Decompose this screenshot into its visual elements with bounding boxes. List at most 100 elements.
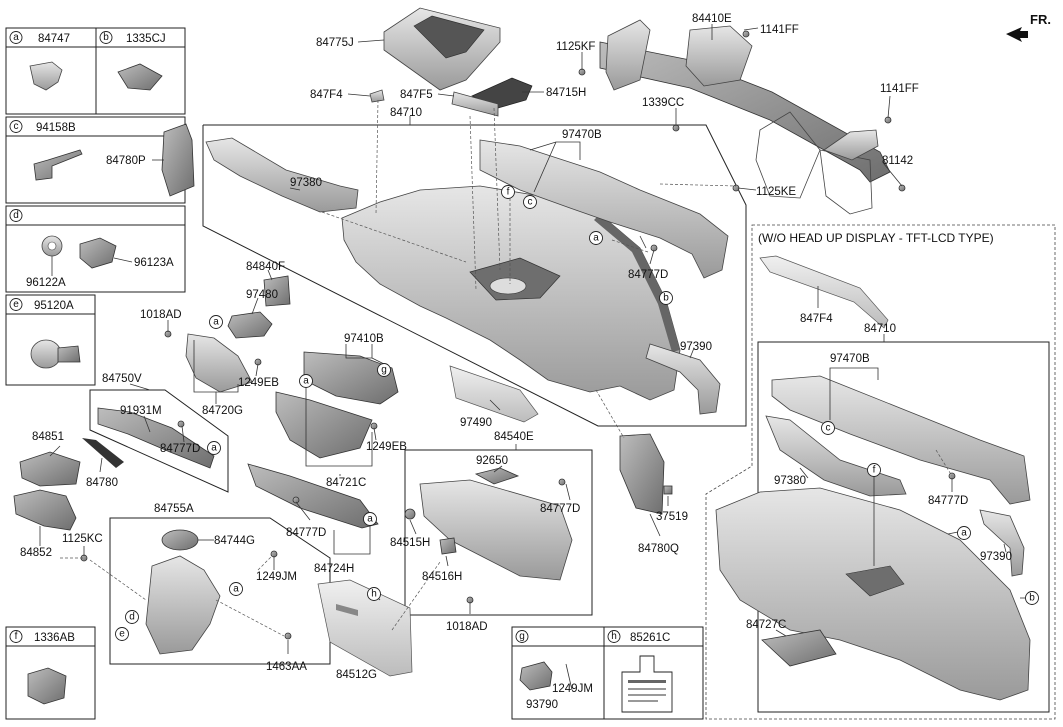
panel-84750v-frame [89, 389, 229, 493]
part-847f4-shape [369, 89, 385, 103]
svg-text:a: a [233, 584, 239, 595]
switch-93790-icon [519, 661, 553, 691]
svg-text:b: b [1029, 593, 1035, 604]
label-847f5: 847F5 [400, 89, 433, 101]
part-84515h-shape [404, 508, 416, 520]
svg-text:f: f [873, 465, 876, 476]
cover-84852-shape [13, 489, 77, 531]
front-arrow-icon [1006, 27, 1028, 42]
label-84727c: 84727C [746, 619, 786, 631]
legend-letter-b: b [103, 32, 109, 43]
outlet-95120a-icon [30, 339, 62, 369]
garnish-84720g-shape [185, 333, 253, 393]
label-84780p: 84780P [106, 155, 146, 167]
legend-marker-d [9, 209, 23, 222]
duct-97380-shape [205, 137, 359, 213]
legend-part-f: 1336AB [34, 632, 75, 644]
duct-97390-shape [645, 343, 721, 415]
crash-pad-assembly-frame [202, 124, 747, 427]
svg-text:e: e [119, 629, 125, 640]
svg-text:d: d [129, 612, 135, 623]
glovebox-housing-shape [419, 479, 573, 581]
leader-lines [39, 24, 903, 654]
svg-text:b: b [663, 293, 669, 304]
label-84777d-e: 84777D [928, 495, 968, 507]
svg-text:c: c [528, 197, 533, 208]
legend-letter-a: a [13, 32, 19, 43]
svg-text:f: f [507, 187, 510, 198]
label-37519: 37519 [656, 511, 688, 523]
label-1125kf: 1125KF [556, 41, 595, 53]
label-1141ff-a: 1141FF [760, 24, 799, 36]
svg-text:a: a [367, 514, 373, 525]
dashed-guides [60, 99, 737, 637]
label-84744g: 84744G [214, 535, 255, 547]
glovebox-door-84512g-shape [317, 579, 413, 677]
label-84775j: 84775J [316, 37, 354, 49]
label-1125ke: 1125KE [756, 186, 796, 198]
part-84516h-shape [439, 537, 457, 555]
vent-97480-shape [227, 311, 273, 339]
legend-letter-d: d [13, 210, 19, 221]
clip-1335cj-icon [117, 63, 163, 91]
label-1125kc: 1125KC [62, 533, 103, 545]
cover-84744g-shape [161, 529, 199, 551]
cover-84851-shape [19, 451, 81, 487]
svg-text:h: h [371, 589, 377, 600]
label-97390-a: 97390 [680, 341, 712, 353]
label-84750v: 84750V [102, 373, 142, 385]
label-97470b-b: 97470B [830, 353, 870, 365]
label-1249eb-b: 1249EB [366, 441, 407, 453]
svg-text:a: a [593, 233, 599, 244]
label-97410b: 97410B [344, 333, 384, 345]
panel-84750v-shape [97, 407, 215, 469]
legend-marker-g [515, 630, 529, 643]
label-84777d-c: 84777D [286, 527, 326, 539]
label-84755a: 84755A [154, 503, 194, 515]
part-label-96123a: 96123A [134, 257, 174, 269]
legend-panel-gh: g h 85261C 1249JM 93790 [511, 626, 704, 720]
inset-duct-97470b-shape [771, 375, 1031, 505]
panel-84721c-shape [275, 391, 373, 459]
part-84840f-shape [263, 275, 291, 307]
label-1463aa: 1463AA [266, 661, 307, 673]
inset-duct-97390-shape [979, 509, 1025, 577]
front-label: FR. [1030, 12, 1051, 27]
svg-text:a: a [303, 376, 309, 387]
part-92650-shape [474, 467, 520, 485]
legend-letter-e: e [13, 299, 19, 310]
inset-title: (W/O HEAD UP DISPLAY - TFT-LCD TYPE) [758, 231, 994, 245]
panel-84755a-shape [145, 555, 221, 655]
label-84780q: 84780Q [638, 543, 679, 555]
part-84780-shape [82, 438, 124, 468]
clip-84747-icon [29, 61, 63, 91]
part-37519-shape [663, 485, 673, 495]
label-1249jm: 1249JM [256, 571, 297, 583]
front-direction-indicator: FR. [1006, 12, 1051, 42]
vent-97410b-shape [303, 351, 399, 405]
label-97490: 97490 [460, 417, 492, 429]
label-84540e: 84540E [494, 431, 534, 443]
inset-part-84727c-shape [761, 629, 837, 667]
cowl-crossbar-shape [599, 19, 891, 215]
legend-marker-f [9, 630, 23, 643]
label-1018ad-b: 1018AD [446, 621, 488, 633]
clip-1336ab-icon [27, 667, 67, 705]
sensor-94158b-icon [33, 149, 83, 181]
svg-text:a: a [961, 528, 967, 539]
svg-text:c: c [826, 423, 831, 434]
label-1018ad-a: 1018AD [140, 309, 182, 321]
svg-text:a: a [213, 317, 219, 328]
side-cover-84780q-shape [619, 433, 665, 515]
label-97480: 97480 [246, 289, 278, 301]
legend-panel: a 84747 b 1335CJ c 94158B d 96122A 96123… [5, 27, 186, 720]
label-97380-a: 97380 [290, 177, 322, 189]
legend-marker-h [607, 630, 621, 643]
label-85261c-icon [621, 655, 673, 713]
label-84410e: 84410E [692, 13, 732, 25]
legend-part-h: 85261C [630, 632, 670, 644]
legend-part-c: 94158B [36, 122, 76, 134]
label-97390-b: 97390 [980, 551, 1012, 563]
inset-frame [705, 224, 1056, 720]
label-84516h: 84516H [422, 571, 462, 583]
